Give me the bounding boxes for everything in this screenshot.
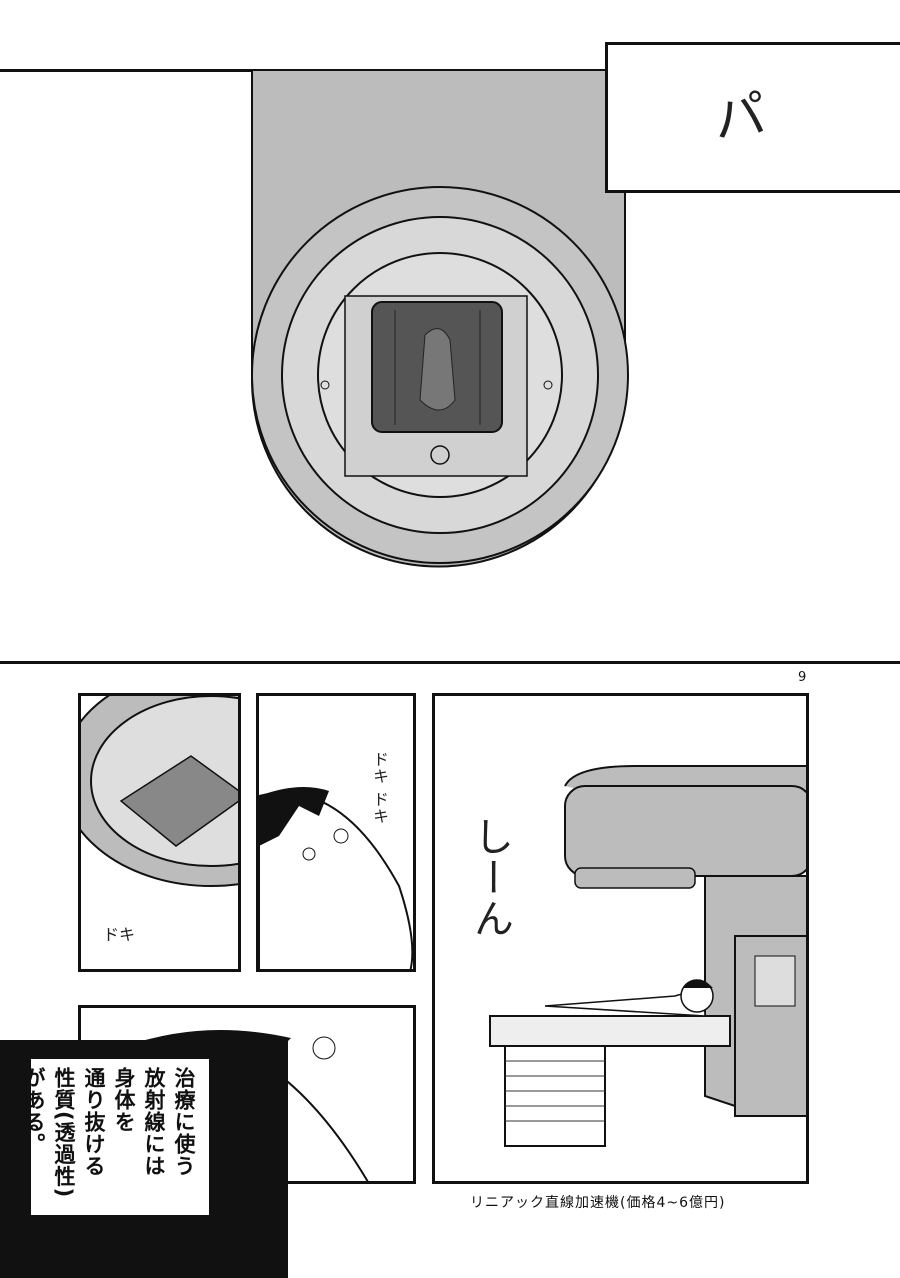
panel-collimator-closeup: ドキ [78, 693, 241, 972]
narration-line: 通り抜ける [82, 1067, 106, 1177]
sfx-pa: パ [709, 84, 770, 152]
sfx-shiin: しーん [467, 816, 513, 939]
narration-line: がある。 [22, 1067, 46, 1155]
narration-text: 治療に使う 放射線には 身体を 通り抜ける 性質(透過性) がある。 [19, 1067, 199, 1212]
narration-box: 治療に使う 放射線には 身体を 通り抜ける 性質(透過性) がある。 [22, 1058, 210, 1216]
page-number: 9 [798, 670, 807, 685]
panel-linac-machine: しーん [432, 693, 809, 1184]
panel-sound-effect-box: パ [605, 42, 900, 193]
panel-nervous-face: ドキ ドキ [256, 693, 416, 972]
narration-line: 身体を [112, 1067, 136, 1133]
narration-line: 放射線には [142, 1067, 166, 1177]
linac-caption: リニアック直線加速機(価格4~6億円) [470, 1195, 726, 1211]
gantry-illustration [251, 69, 629, 568]
narration-line: 治療に使う [172, 1067, 196, 1177]
narration-line: 性質(透過性) [52, 1067, 76, 1199]
sfx-doki: ドキ [103, 925, 136, 944]
page-divider [0, 661, 900, 664]
sfx-doki-doki: ドキ ドキ [370, 751, 389, 826]
linac-head [564, 785, 806, 877]
treatment-couch [489, 1015, 731, 1047]
